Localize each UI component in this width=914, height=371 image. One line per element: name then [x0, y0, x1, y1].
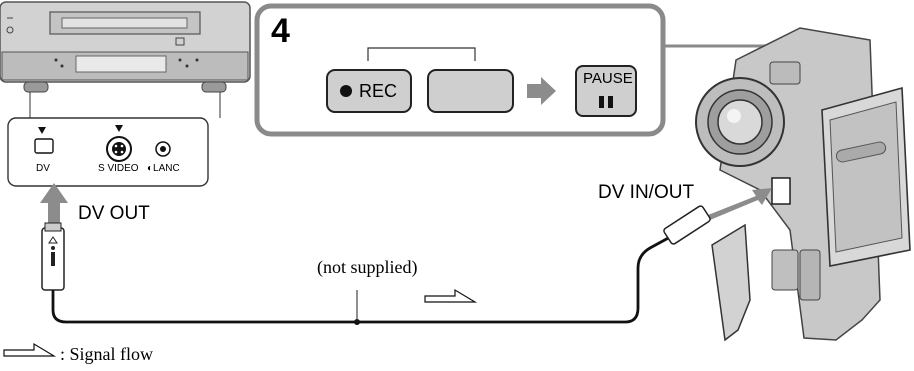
jack-cover [711, 223, 751, 342]
vcr-device [0, 1, 251, 118]
next-arrow-icon [527, 77, 556, 105]
lanc-jack-label: ◐LANC [147, 163, 180, 174]
dv-in-out-arrow-icon [708, 188, 772, 220]
camcorder-device [695, 27, 911, 342]
dv-in-out-label: DV IN/OUT [598, 182, 695, 203]
signal-flow-arrow-icon [424, 288, 478, 303]
rec-button-shape [326, 69, 412, 113]
pause-button-shape [575, 65, 637, 117]
camcorder-dv-jack-icon [771, 177, 791, 205]
svideo-jack-label: S VIDEO [98, 163, 139, 174]
dv-out-arrow-icon [40, 183, 68, 223]
dv-jack-label: DV [36, 163, 50, 174]
vcr-jack-panel [7, 117, 209, 187]
pause-button[interactable]: PAUSE [583, 70, 633, 87]
lanc-symbol-icon: ◐ [147, 163, 154, 174]
rec-button[interactable]: REC [359, 81, 398, 101]
legend-arrow-icon [3, 342, 57, 357]
dv-out-label: DV OUT [78, 203, 150, 224]
rec-dot-icon [340, 85, 352, 97]
dv-jack-icon [34, 138, 54, 154]
dv-cable [41, 205, 711, 325]
legend-text: : Signal flow [60, 344, 153, 364]
cable-note: (not supplied) [317, 257, 418, 277]
step-number: 4 [271, 12, 290, 50]
step-4-box [254, 3, 666, 137]
blank-button-shape [427, 69, 514, 113]
pause-bars-icon [599, 96, 604, 108]
